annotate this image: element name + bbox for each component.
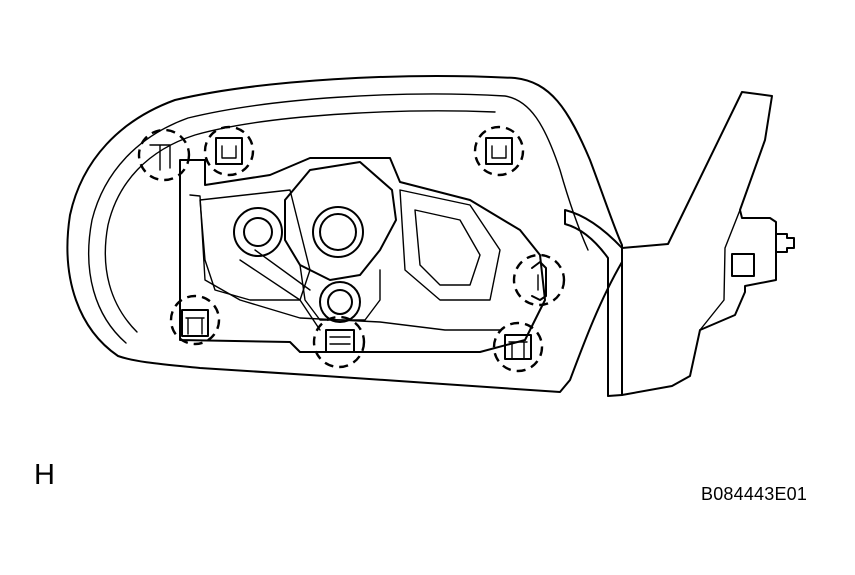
mirror-inner-rim-2 xyxy=(104,110,496,333)
mount-tab xyxy=(731,253,755,277)
diagonal-support-inner xyxy=(414,209,481,286)
mirror-base xyxy=(564,209,623,397)
actuator-frame xyxy=(179,157,546,353)
mounting-stud xyxy=(775,233,795,253)
mirror-arm-inner xyxy=(699,209,741,331)
figure-code: B084443E01 xyxy=(701,484,808,504)
clip-circle-bottom-right xyxy=(492,321,544,373)
link-arm xyxy=(239,249,321,331)
motor-housing xyxy=(284,161,397,281)
clip-circle-top-left xyxy=(137,128,191,182)
pivot-left-inner xyxy=(243,217,273,247)
mirror-housing-outline xyxy=(66,75,623,393)
clip-circle-right xyxy=(512,253,566,307)
motor-lower-arm xyxy=(299,264,381,321)
pivot-center-inner xyxy=(319,213,357,251)
clip-shape-top-right xyxy=(485,137,513,165)
clip-shape-top-center xyxy=(215,137,243,165)
clip-shape-top-left xyxy=(149,144,171,171)
pivot-center-outer xyxy=(312,206,364,258)
clip-shape-bottom-center xyxy=(325,329,355,353)
clip-circle-bottom-left xyxy=(169,294,221,346)
clip-shape-bottom-left xyxy=(181,309,209,337)
pivot-lower-outer xyxy=(319,281,361,323)
mirror-arm xyxy=(621,91,777,396)
diagonal-support xyxy=(399,189,501,301)
clip-shape-bottom-right xyxy=(504,334,532,360)
clip-shape-right xyxy=(531,261,547,301)
clip-circle-top-center xyxy=(203,125,255,177)
clip-circle-top-right xyxy=(473,125,525,177)
pivot-lower-inner xyxy=(327,289,353,315)
view-label: H xyxy=(34,459,55,491)
mirror-inner-rim xyxy=(88,93,589,344)
pivot-left-outer xyxy=(233,207,283,257)
clip-circle-bottom-center xyxy=(312,315,366,369)
